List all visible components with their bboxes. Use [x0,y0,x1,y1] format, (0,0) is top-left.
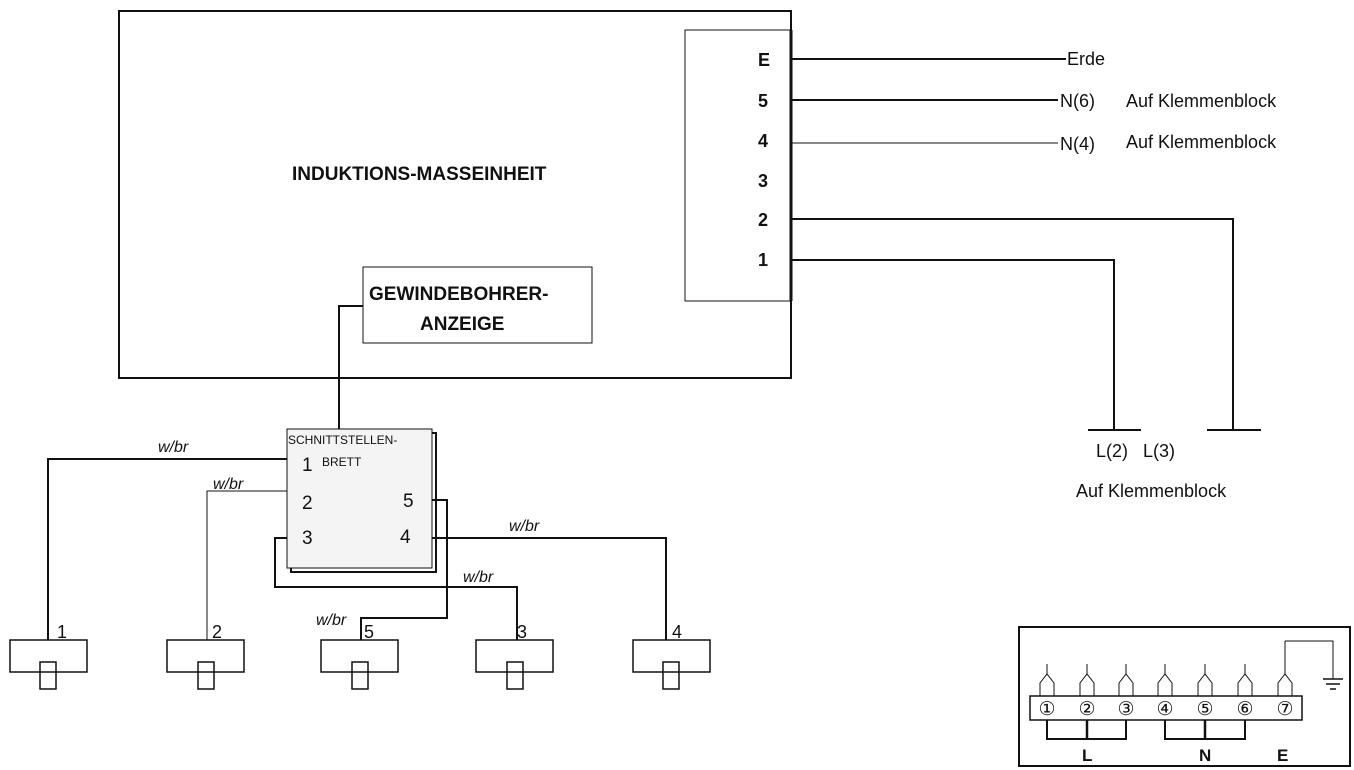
sensor-1: 1 [9,622,88,690]
terminal-3: 3 [758,171,768,191]
group-label-n: N [1199,746,1211,765]
terminal-e: E [758,50,770,70]
terminal-number-3: ③ [1117,699,1134,720]
terminal-number-2: ② [1078,699,1095,720]
terminal-block-terminals [1039,641,1293,696]
ground-icon [1323,678,1343,690]
sensor-3: 3 [475,622,554,690]
wire-tap-to-board [338,305,363,429]
wire-sensor-5 [360,499,448,640]
wire-terminal-2 [791,218,1234,430]
terminal-connector-2 [1079,664,1095,696]
label-l2: L(2) [1096,441,1128,461]
tap-display-line1: GEWINDEBOHRER- [369,284,548,305]
interface-board-line1: SCHNITTSTELLEN- [288,433,397,447]
label-l-note: Auf Klemmenblock [1076,481,1227,501]
label-n4: N(4) [1060,134,1095,154]
wire-sensor-4 [432,537,667,640]
wire-label-sensor-3: w/br [463,569,494,586]
terminal-connector-6 [1237,664,1253,696]
sensor-5: 5 [320,622,399,690]
label-l3: L(3) [1143,441,1175,461]
board-pin-5: 5 [403,491,414,512]
terminal-1: 1 [758,250,768,270]
wire-sensor-3 [274,537,518,640]
label-n6: N(6) [1060,91,1095,111]
sensor-4-label: 4 [672,622,682,642]
group-label-l: L [1082,746,1092,765]
sensor-2: 2 [166,622,245,690]
terminal-number-6: ⑥ [1236,699,1253,720]
wire-label-sensor-2: w/br [213,476,244,493]
interface-board [286,428,433,569]
terminal-strip [684,29,792,302]
terminal-connector-5 [1197,664,1213,696]
board-pin-3: 3 [302,528,313,549]
main-unit-title: INDUKTIONS-MASSEINHEIT [292,164,547,185]
sensor-2-label: 2 [212,622,222,642]
wire-sensor-1 [47,458,287,640]
wire-sensor-2 [206,490,287,640]
board-pin-1: 1 [302,455,313,476]
sensor-3-label: 3 [517,622,527,642]
wire-label-sensor-4: w/br [509,518,540,535]
label-n4-note: Auf Klemmenblock [1126,132,1277,152]
tap-display-line2: ANZEIGE [420,314,504,335]
wire-label-sensor-1: w/br [158,439,189,456]
group-label-e: E [1277,746,1288,765]
wire-terminal-1 [791,259,1115,430]
terminal-connector-4 [1157,664,1173,696]
sensor-5-label: 5 [364,622,374,642]
terminal-connector-1 [1039,664,1055,696]
terminal-number-7: ⑦ [1276,699,1293,720]
terminal-number-4: ④ [1156,699,1173,720]
terminal-2: 2 [758,210,768,230]
terminal-number-1: ① [1038,699,1055,720]
interface-board-line2: BRETT [322,455,362,469]
board-pin-4: 4 [400,527,411,548]
wire-label-sensor-5: w/br [316,612,347,629]
board-pin-2: 2 [302,493,313,514]
terminal-5: 5 [758,91,768,111]
sensor-1-label: 1 [57,622,67,642]
terminal-connector-3 [1118,664,1134,696]
sensor-4: 4 [632,622,711,690]
label-n6-note: Auf Klemmenblock [1126,91,1277,111]
terminal-connector-7 [1277,641,1293,696]
terminal-number-5: ⑤ [1196,699,1213,720]
terminal-block-frame [1018,626,1351,767]
label-erde: Erde [1067,49,1105,69]
terminal-4: 4 [758,131,768,151]
earth-wire [1285,640,1334,679]
